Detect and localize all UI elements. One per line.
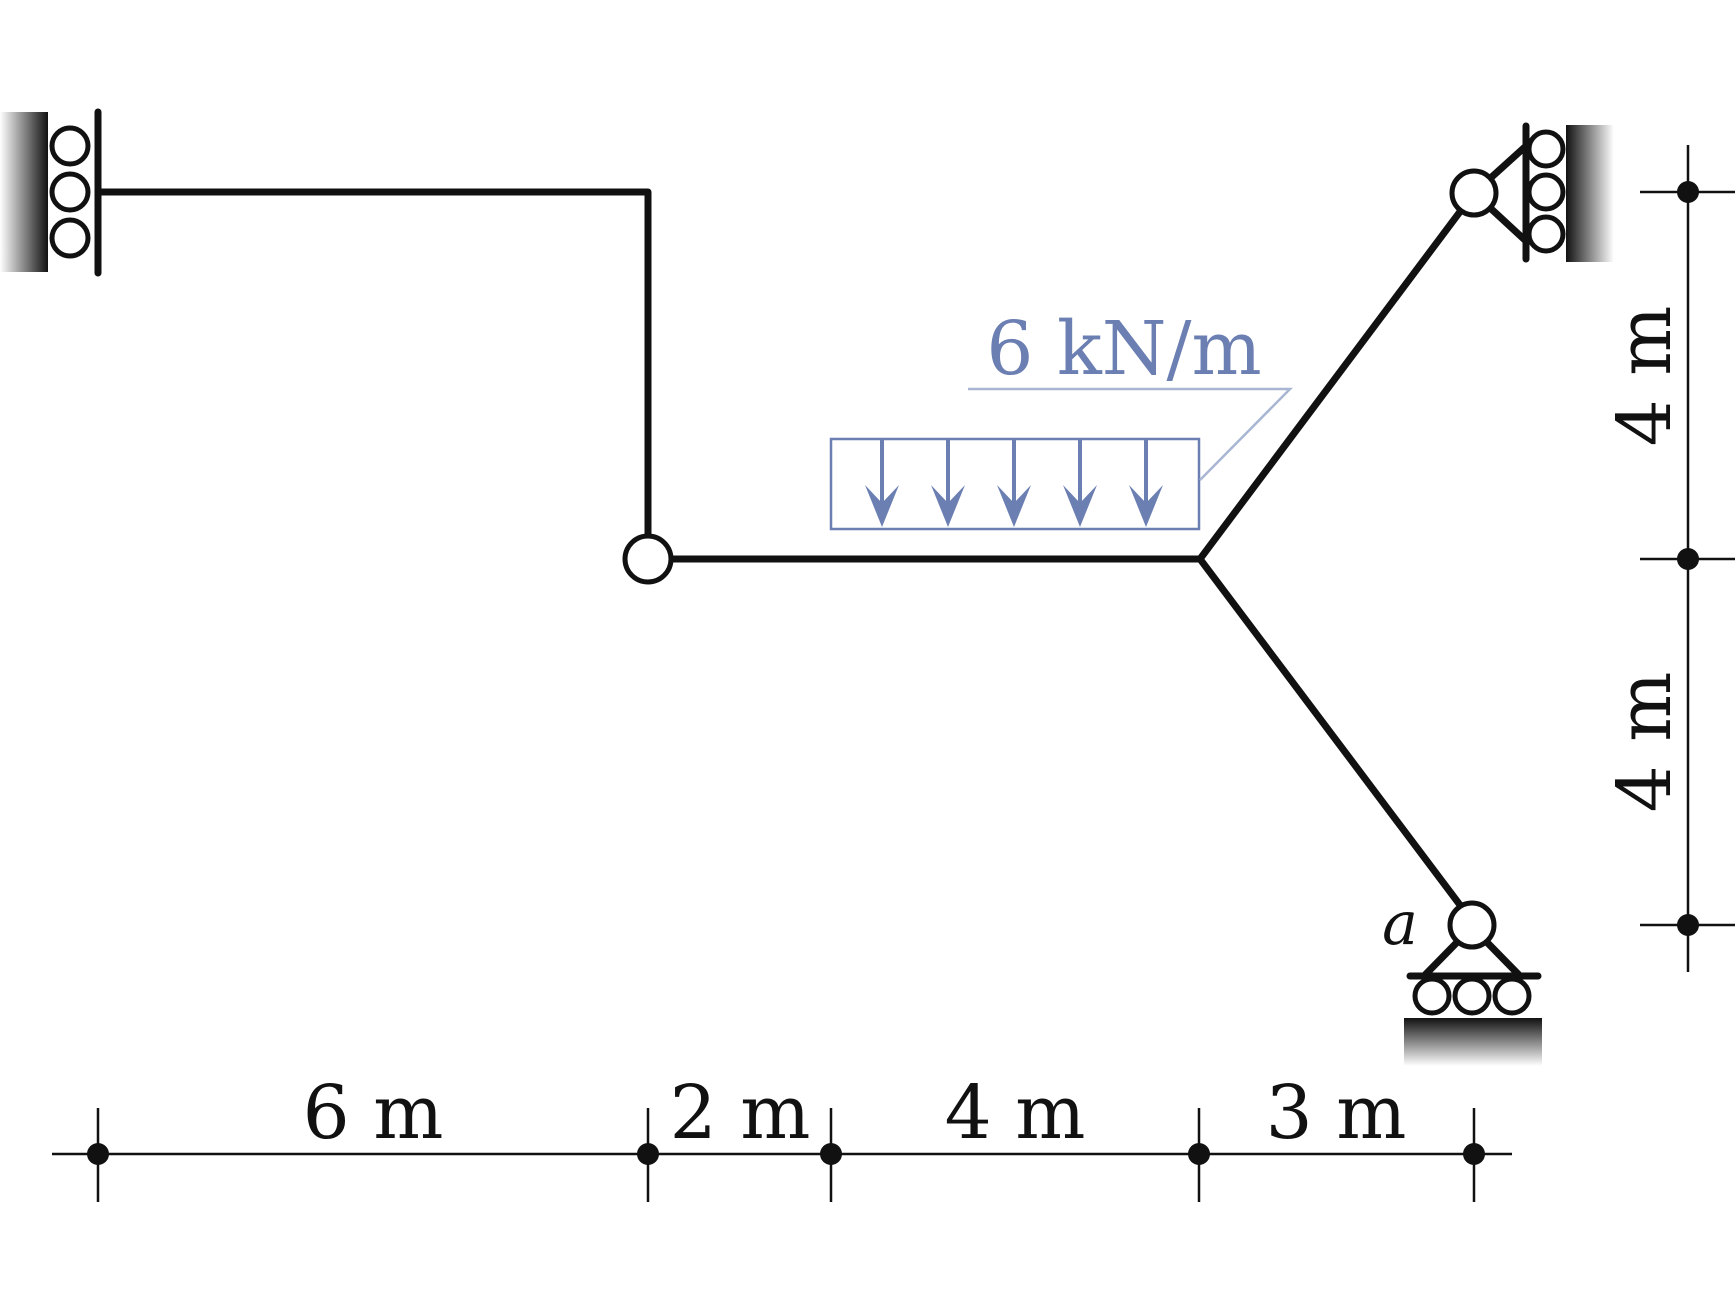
lower-roller-3: [1492, 976, 1532, 1016]
vertical-dim-tick-2: [1640, 548, 1735, 570]
load-arrow-head: [1129, 485, 1163, 527]
upper-inclined-member: [1196, 189, 1478, 563]
dim-label-3m: 3 m: [1266, 1070, 1407, 1156]
left-roller-2: [49, 171, 91, 213]
internal-hinge: [622, 533, 674, 585]
vertical-dimensions: 4 m 4 m: [1602, 145, 1735, 972]
load-leader-line: [968, 387, 1293, 481]
frame-members: [94, 188, 1478, 925]
horizontal-dim-tick-2: [637, 1108, 659, 1202]
upper-right-support: [1449, 122, 1614, 263]
node-label-a: a: [1382, 889, 1418, 959]
dim-label-4m-upper: 4 m: [1602, 306, 1688, 447]
dim-label-6m: 6 m: [303, 1070, 444, 1156]
left-roller-support: [0, 108, 102, 277]
horizontal-dim-tick-1: [87, 1108, 109, 1202]
right-wall-hatch: [1566, 125, 1614, 262]
lower-pin-a: [1447, 900, 1497, 950]
horizontal-dim-tick-3: [820, 1108, 842, 1202]
ground-hatch: [1404, 1018, 1542, 1066]
dim-label-4m-lower: 4 m: [1602, 672, 1688, 813]
lower-inclined-member: [1196, 555, 1476, 925]
horizontal-dim-tick-4: [1188, 1108, 1210, 1202]
horizontal-dimensions: 6 m 2 m 4 m 3 m: [52, 1070, 1512, 1202]
horizontal-dim-tick-5: [1463, 1108, 1485, 1202]
lower-roller-1: [1412, 976, 1452, 1016]
vertical-dim-tick-1: [1640, 181, 1735, 203]
load-arrow-head: [1063, 485, 1097, 527]
left-roller-3: [49, 217, 91, 259]
upper-right-pin: [1449, 168, 1499, 218]
vertical-dim-tick-3: [1640, 914, 1735, 936]
left-roller-1: [49, 125, 91, 167]
lower-roller-2: [1452, 976, 1492, 1016]
left-frame-member: [94, 188, 652, 544]
load-arrows: [865, 439, 1163, 527]
upper-right-roller-3: [1526, 214, 1566, 254]
load-arrow-head: [931, 485, 965, 527]
load-arrow-head: [865, 485, 899, 527]
upper-right-roller-1: [1526, 129, 1566, 169]
dim-label-2m: 2 m: [670, 1070, 811, 1156]
distributed-load: 6 kN/m: [829, 306, 1293, 531]
load-arrow-head: [997, 485, 1031, 527]
upper-right-roller-2: [1526, 172, 1566, 212]
lower-support-a: a: [1382, 889, 1542, 1066]
dim-label-4m-horizontal: 4 m: [945, 1070, 1086, 1156]
left-wall-hatch: [0, 112, 48, 272]
load-label: 6 kN/m: [986, 306, 1261, 392]
